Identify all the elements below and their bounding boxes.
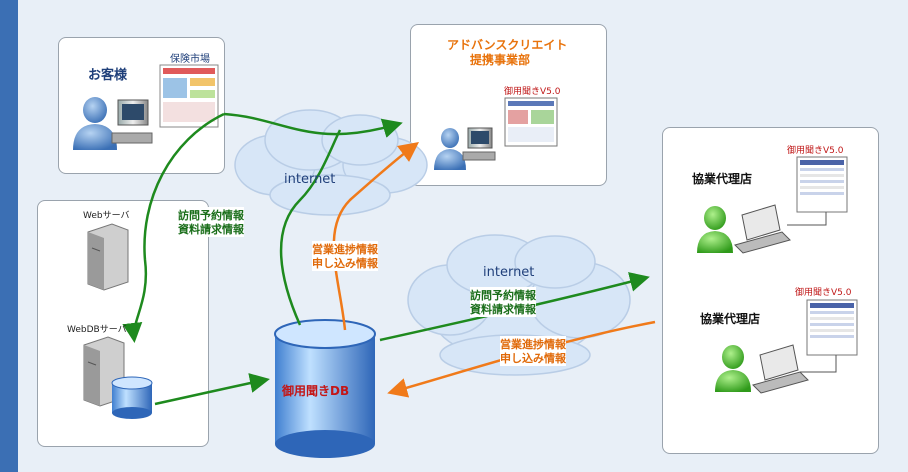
- agent1-title: 協業代理店: [692, 172, 753, 186]
- partner-pc-icon: [462, 127, 496, 161]
- main-db-cylinder-icon: [274, 319, 376, 458]
- arrow-db-to-cloud: [279, 129, 342, 326]
- webdb-cylinder-icon: [111, 376, 153, 419]
- agent1-laptop-icon: [734, 204, 791, 254]
- agent1-app-version: 御用聞きV5.0: [787, 146, 844, 156]
- customer-pc-icon: [111, 99, 153, 144]
- agent1-screenshot-icon: [796, 156, 848, 213]
- partner-screenshot-icon: [504, 97, 558, 147]
- flow-right-visit-line1: 訪問予約情報: [470, 287, 536, 303]
- arrow-db-to-hq: [332, 141, 419, 331]
- flow-right-visit-line2: 資料請求情報: [470, 301, 536, 317]
- flow-visit-line1: 訪問予約情報: [178, 207, 244, 223]
- flow-sales-line2: 申し込み情報: [312, 255, 378, 271]
- cloud-top-label: internet: [284, 172, 336, 187]
- agent1-person-icon: [697, 206, 733, 253]
- web-server-icon: [87, 223, 129, 291]
- agent2-screenshot-icon: [806, 299, 858, 356]
- agent2-app-version: 御用聞きV5.0: [795, 288, 852, 298]
- flow-right-sales-line1: 営業進捗情報: [500, 336, 566, 352]
- arrow-customer-to-hq: [223, 112, 403, 138]
- agent1-connector: [787, 212, 827, 226]
- webdb-server-label: WebDBサーバ: [67, 325, 127, 335]
- agent2-connector: [800, 355, 837, 373]
- partner-app-version: 御用聞きV5.0: [504, 87, 561, 97]
- customer-site-label: 保険市場: [170, 54, 210, 65]
- cloud-top: [234, 109, 428, 216]
- cloud-right-label: internet: [483, 265, 535, 280]
- agent2-laptop-icon: [752, 344, 809, 394]
- flow-sales-line1: 営業進捗情報: [312, 241, 378, 257]
- flow-right-sales-line2: 申し込み情報: [500, 350, 566, 366]
- agent2-person-icon: [715, 345, 751, 392]
- flow-visit-line2: 資料請求情報: [178, 221, 244, 237]
- customer-title: お客様: [88, 68, 128, 83]
- customer-screenshot-icon: [159, 64, 219, 128]
- arrow-customer-to-webdb: [122, 112, 225, 343]
- partner-title-line1: アドバンスクリエイト: [447, 38, 568, 52]
- arrow-webdb-to-db: [154, 373, 270, 406]
- customer-person-icon: [73, 97, 117, 150]
- partner-title-line2: 提携事業部: [470, 53, 531, 67]
- web-server-label: Webサーバ: [83, 211, 130, 221]
- partner-person-icon: [434, 128, 466, 170]
- agent2-title: 協業代理店: [700, 312, 761, 326]
- db-label: 御用聞きDB: [282, 384, 350, 398]
